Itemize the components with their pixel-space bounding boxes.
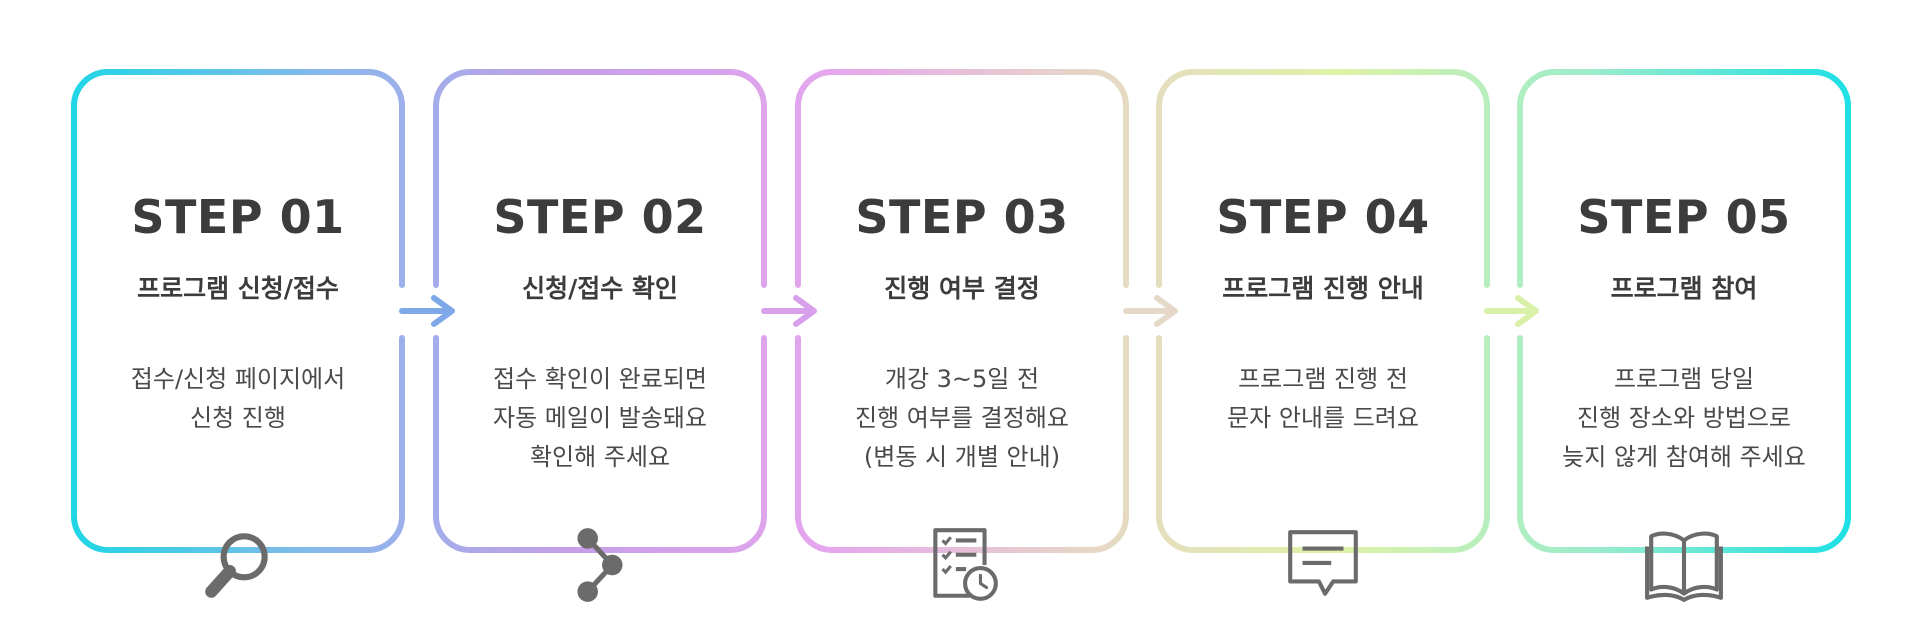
step-description: 접수 확인이 완료되면 자동 메일이 발송돼요 확인해 주세요 [436, 360, 764, 477]
description-line: 접수/신청 페이지에서 [130, 365, 346, 393]
step-number: STEP 03 [855, 190, 1069, 244]
step-title: 신청/접수 확인 [522, 274, 678, 303]
step-description: 접수/신청 페이지에서 신청 진행 [74, 360, 402, 438]
magnifier-icon [205, 533, 268, 598]
step-description: 개강 3~5일 전 진행 여부를 결정해요 (변동 시 개별 안내) [798, 360, 1126, 477]
step-connector-arrow [1123, 295, 1178, 327]
description-line: 자동 메일이 발송돼요 [493, 404, 707, 432]
step-card-2: STEP 02 신청/접수 확인 접수 확인이 완료되면 자동 메일이 발송돼요… [436, 72, 764, 602]
step-description: 프로그램 진행 전 문자 안내를 드려요 [1159, 360, 1487, 438]
step-frame-5 [1517, 69, 1851, 553]
description-line: 문자 안내를 드려요 [1227, 404, 1419, 432]
step-connector-arrow [1484, 295, 1539, 327]
step-connector-arrow [761, 295, 817, 327]
description-line: 프로그램 당일 [1613, 365, 1755, 393]
step-card-3: STEP 03 진행 여부 결정 개강 3~5일 전 진행 여부를 결정해요 (… [798, 72, 1126, 601]
step-title: 프로그램 참여 [1610, 274, 1758, 303]
description-line: 늦지 않게 참여해 주세요 [1562, 443, 1806, 471]
description-line: (변동 시 개별 안내) [863, 443, 1061, 471]
description-line: 프로그램 진행 전 [1238, 365, 1408, 393]
description-line: 접수 확인이 완료되면 [493, 365, 707, 393]
description-line: 신청 진행 [190, 404, 286, 432]
step-number: STEP 05 [1577, 190, 1791, 244]
description-line: 진행 장소와 방법으로 [1577, 404, 1791, 432]
step-title: 진행 여부 결정 [884, 274, 1040, 303]
step-card-4: STEP 04 프로그램 진행 안내 프로그램 진행 전 문자 안내를 드려요 [1159, 72, 1487, 596]
step-number: STEP 01 [131, 190, 345, 244]
message-icon [1288, 530, 1358, 596]
step-number: STEP 02 [493, 190, 707, 244]
description-line: 진행 여부를 결정해요 [855, 404, 1069, 432]
checklist-clock-icon [933, 528, 998, 601]
step-frame-3 [795, 69, 1129, 553]
open-book-icon [1645, 531, 1723, 602]
step-frame-1 [71, 69, 405, 553]
step-card-5: STEP 05 프로그램 참여 프로그램 당일 진행 장소와 방법으로 늦지 않… [1520, 72, 1848, 602]
step-card-1: STEP 01 프로그램 신청/접수 접수/신청 페이지에서 신청 진행 [74, 72, 402, 598]
description-line: 개강 3~5일 전 [884, 365, 1040, 393]
step-connector-arrow [399, 295, 455, 327]
description-line: 확인해 주세요 [529, 443, 671, 471]
step-number: STEP 04 [1216, 190, 1430, 244]
step-title: 프로그램 신청/접수 [137, 274, 339, 303]
step-title: 프로그램 진행 안내 [1222, 274, 1424, 303]
share-icon [577, 528, 623, 602]
step-description: 프로그램 당일 진행 장소와 방법으로 늦지 않게 참여해 주세요 [1520, 360, 1848, 477]
